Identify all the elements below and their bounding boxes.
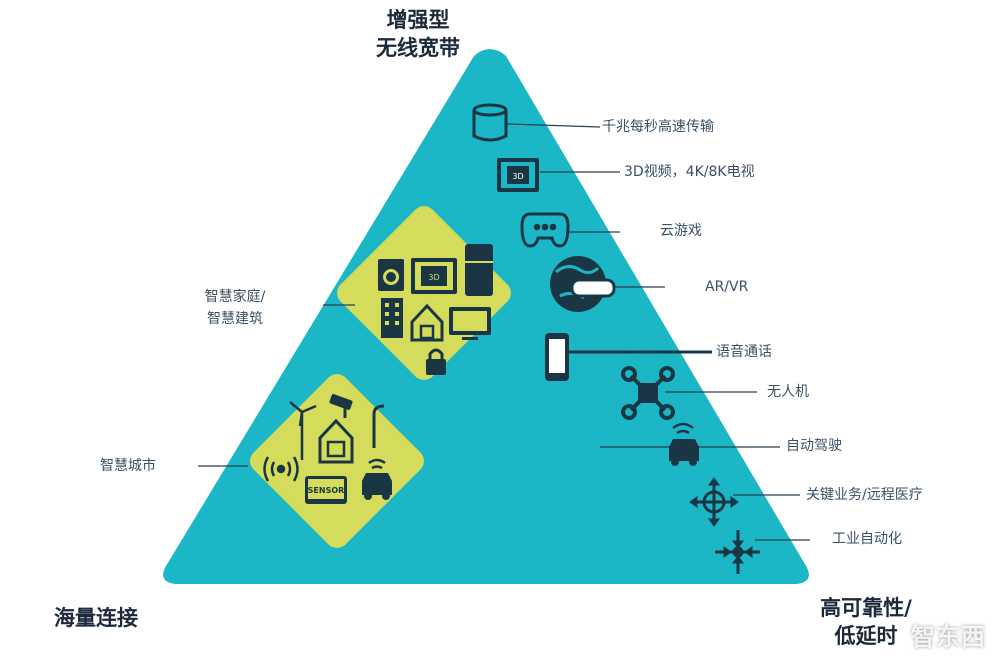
- app-label-drone: 无人机: [767, 384, 809, 400]
- street-lamp-icon: [372, 404, 385, 448]
- svg-text:3D: 3D: [428, 273, 439, 282]
- house-icon: [410, 303, 444, 342]
- wireless-signal-icon: [263, 456, 299, 482]
- wind-turbine-icon: [289, 401, 317, 460]
- corner-label-embb-line1: 增强型: [386, 8, 450, 32]
- app-label-cloud-gaming: 云游戏: [660, 223, 702, 239]
- house-icon: [318, 418, 354, 464]
- app-label-3d-video: 3D视频，4K/8K电视: [624, 164, 755, 180]
- tv-3d-icon: 3D: [411, 258, 457, 294]
- corner-label-urllc: 高可靠性/ 低延时: [806, 594, 926, 650]
- svg-text:SENSOR: SENSOR: [308, 486, 345, 495]
- segment-label-smart-home-line2: 智慧建筑: [207, 311, 263, 327]
- watermark: 智东西: [911, 623, 986, 651]
- gamepad-icon: [520, 212, 570, 248]
- app-label-autonomous-driving: 自动驾驶: [786, 438, 842, 454]
- database-icon: [472, 103, 508, 142]
- corner-label-embb: 增强型 无线宽带: [360, 6, 476, 62]
- phone-icon: [545, 333, 569, 381]
- sensor-icon: SENSOR: [305, 476, 347, 504]
- svg-text:3D: 3D: [512, 172, 523, 181]
- building-icon: [381, 298, 403, 338]
- security-camera-icon: [329, 394, 353, 418]
- smart-city-icons: SENSOR: [263, 394, 392, 504]
- app-label-voice-call: 语音通话: [716, 344, 772, 360]
- fridge-icon: [465, 244, 493, 296]
- connected-car-icon: [362, 458, 392, 500]
- drone-icon: [621, 366, 675, 420]
- corner-label-urllc-line2: 低延时: [834, 624, 898, 648]
- arrows-cross-icon: [689, 477, 739, 527]
- app-label-industrial-automation: 工业自动化: [832, 531, 902, 547]
- connected-car-icon: [669, 422, 699, 466]
- corner-label-mmtc: 海量连接: [54, 606, 138, 630]
- tv-3d-icon: 3D: [497, 158, 539, 192]
- app-label-gigabit: 千兆每秒高速传输: [602, 119, 714, 135]
- industrial-arrows-icon: [715, 530, 760, 574]
- app-label-ar-vr: AR/VR: [705, 279, 749, 295]
- washing-machine-icon: [378, 259, 404, 291]
- corner-label-embb-line2: 无线宽带: [376, 36, 460, 60]
- vr-globe-icon: [550, 256, 616, 312]
- lock-icon: [426, 348, 446, 375]
- segment-label-smart-home-line1: 智慧家庭/: [204, 289, 266, 305]
- segment-label-smart-home: 智慧家庭/ 智慧建筑: [190, 286, 280, 330]
- app-label-critical-medical: 关键业务/远程医疗: [806, 487, 923, 503]
- smart-home-icons: 3D: [378, 244, 493, 375]
- corner-label-urllc-line1: 高可靠性/: [820, 596, 912, 620]
- monitor-icon: [449, 307, 491, 340]
- segment-label-smart-city: 智慧城市: [100, 458, 156, 474]
